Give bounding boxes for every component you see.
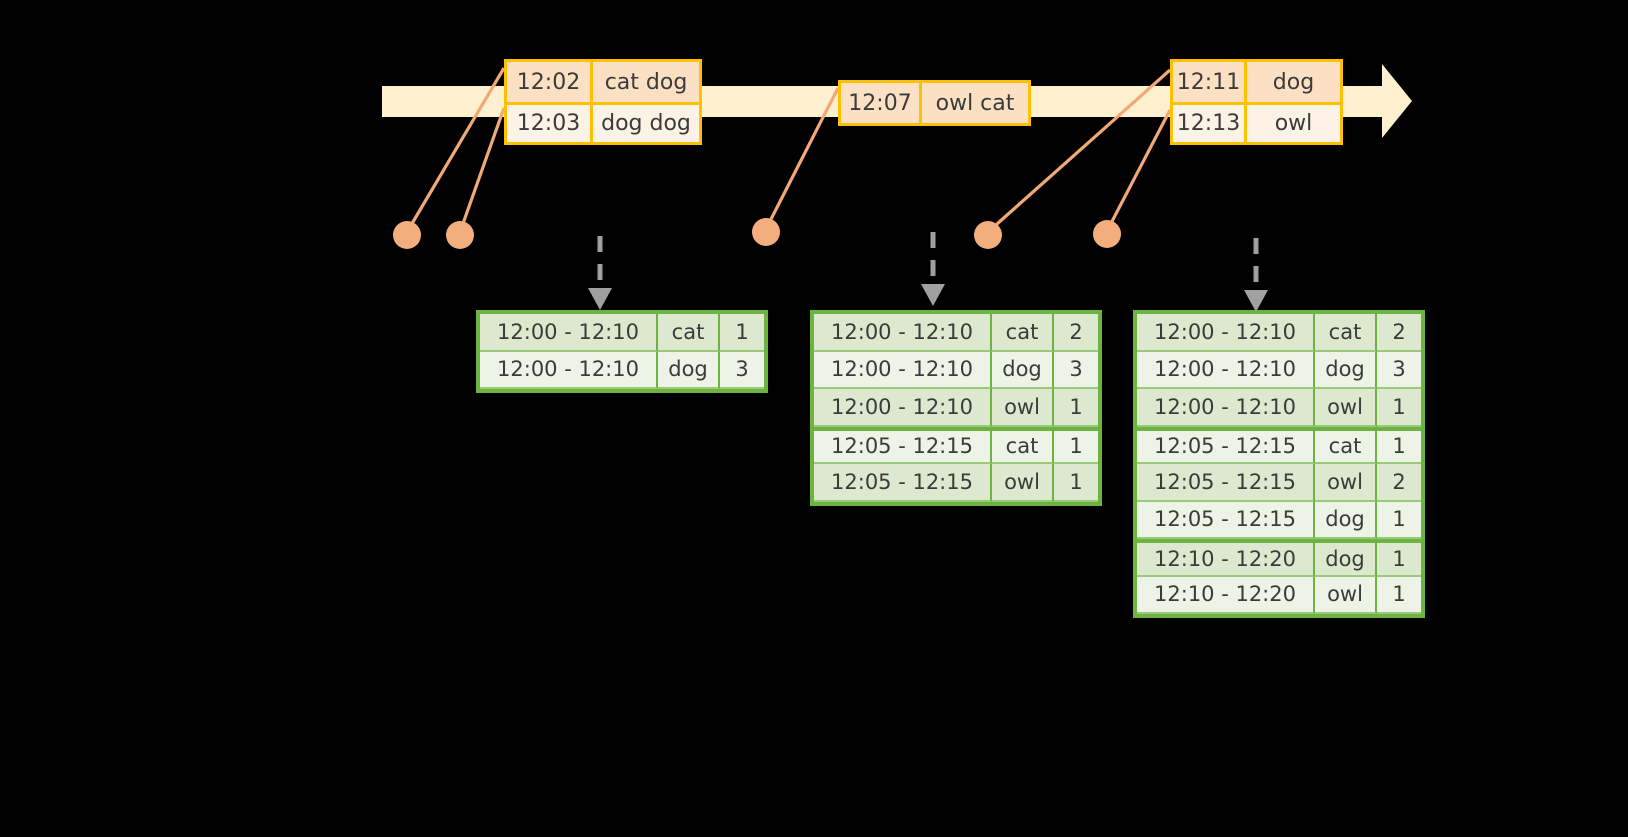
- table-row: 12:05 - 12:15 owl 2: [1137, 464, 1421, 502]
- dashed-arrow-head-1: [588, 288, 612, 310]
- cell-window: 12:00 - 12:10: [814, 314, 992, 352]
- trigger-dot-5: [1093, 220, 1121, 248]
- cell-count: 1: [1054, 464, 1098, 502]
- table-row: 12:00 - 12:10 owl 1: [814, 389, 1098, 427]
- event-time: 12:13: [1173, 105, 1247, 142]
- table-row: 12:00 - 12:10 owl 1: [1137, 389, 1421, 427]
- cell-window: 12:10 - 12:20: [1137, 576, 1315, 614]
- event-group-3[interactable]: 12:11 dog 12:13 owl: [1170, 59, 1343, 145]
- result-table-3[interactable]: 12:00 - 12:10 cat 2 12:00 - 12:10 dog 3 …: [1133, 310, 1425, 618]
- cell-count: 3: [1377, 351, 1421, 389]
- connector-dots-group: [393, 218, 1121, 249]
- event-words: owl: [1247, 105, 1340, 142]
- event-time: 12:11: [1173, 62, 1247, 102]
- dashed-arrow-head-3: [1244, 290, 1268, 312]
- event-words: dog dog: [593, 105, 699, 142]
- cell-word: cat: [1315, 430, 1377, 464]
- cell-count: 1: [720, 314, 764, 352]
- event-row: 12:13 owl: [1173, 102, 1340, 142]
- table-row: 12:00 - 12:10 dog 3: [1137, 351, 1421, 389]
- event-group-2[interactable]: 12:07 owl cat: [838, 80, 1031, 126]
- cell-count: 1: [1377, 430, 1421, 464]
- cell-word: owl: [992, 389, 1054, 427]
- cell-word: dog: [1315, 351, 1377, 389]
- event-words: dog: [1247, 62, 1340, 102]
- event-words: cat dog: [593, 62, 699, 102]
- cell-count: 2: [1377, 464, 1421, 502]
- event-words: owl cat: [922, 83, 1028, 123]
- connector-line-5: [1105, 109, 1172, 232]
- table-row: 12:05 - 12:15 cat 1: [814, 426, 1098, 464]
- cell-word: cat: [658, 314, 720, 352]
- table-row: 12:10 - 12:20 dog 1: [1137, 539, 1421, 577]
- cell-count: 1: [1377, 389, 1421, 427]
- cell-count: 3: [720, 351, 764, 389]
- cell-window: 12:00 - 12:10: [1137, 314, 1315, 352]
- cell-window: 12:00 - 12:10: [480, 351, 658, 389]
- table-row: 12:00 - 12:10 dog 3: [814, 351, 1098, 389]
- event-row: 12:03 dog dog: [507, 102, 699, 142]
- cell-word: owl: [1315, 576, 1377, 614]
- cell-word: cat: [992, 314, 1054, 352]
- cell-count: 1: [1054, 430, 1098, 464]
- cell-word: cat: [992, 430, 1054, 464]
- table-row: 12:05 - 12:15 owl 1: [814, 464, 1098, 502]
- cell-count: 2: [1377, 314, 1421, 352]
- event-time: 12:03: [507, 105, 593, 142]
- event-group-1[interactable]: 12:02 cat dog 12:03 dog dog: [504, 59, 702, 145]
- cell-count: 1: [1377, 501, 1421, 539]
- cell-window: 12:05 - 12:15: [814, 430, 992, 464]
- result-table-1[interactable]: 12:00 - 12:10 cat 1 12:00 - 12:10 dog 3: [476, 310, 768, 393]
- cell-word: dog: [1315, 543, 1377, 577]
- timeline-arrowhead-icon: [1382, 64, 1412, 138]
- cell-word: dog: [992, 351, 1054, 389]
- table-row: 12:00 - 12:10 cat 1: [480, 314, 764, 352]
- cell-word: owl: [1315, 389, 1377, 427]
- cell-count: 3: [1054, 351, 1098, 389]
- cell-window: 12:05 - 12:15: [1137, 464, 1315, 502]
- result-table-2[interactable]: 12:00 - 12:10 cat 2 12:00 - 12:10 dog 3 …: [810, 310, 1102, 506]
- table-row: 12:10 - 12:20 owl 1: [1137, 576, 1421, 614]
- cell-window: 12:00 - 12:10: [1137, 389, 1315, 427]
- connector-line-2: [458, 107, 506, 233]
- cell-count: 1: [1377, 576, 1421, 614]
- cell-word: cat: [1315, 314, 1377, 352]
- cell-window: 12:00 - 12:10: [814, 351, 992, 389]
- cell-word: owl: [1315, 464, 1377, 502]
- cell-word: dog: [1315, 501, 1377, 539]
- cell-count: 2: [1054, 314, 1098, 352]
- cell-window: 12:00 - 12:10: [480, 314, 658, 352]
- table-row: 12:00 - 12:10 cat 2: [1137, 314, 1421, 352]
- cell-window: 12:05 - 12:15: [1137, 501, 1315, 539]
- event-row: 12:02 cat dog: [507, 62, 699, 102]
- cell-count: 1: [1054, 389, 1098, 427]
- event-row: 12:07 owl cat: [841, 83, 1028, 123]
- cell-word: owl: [992, 464, 1054, 502]
- event-row: 12:11 dog: [1173, 62, 1340, 102]
- table-row: 12:05 - 12:15 cat 1: [1137, 426, 1421, 464]
- trigger-dot-3: [752, 218, 780, 246]
- cell-window: 12:00 - 12:10: [814, 389, 992, 427]
- trigger-dot-2: [446, 221, 474, 249]
- cell-count: 1: [1377, 543, 1421, 577]
- table-row: 12:05 - 12:15 dog 1: [1137, 501, 1421, 539]
- table-row: 12:00 - 12:10 dog 3: [480, 351, 764, 389]
- event-time: 12:02: [507, 62, 593, 102]
- event-time: 12:07: [841, 83, 922, 123]
- trigger-dot-4: [974, 221, 1002, 249]
- cell-window: 12:05 - 12:15: [1137, 430, 1315, 464]
- cell-window: 12:10 - 12:20: [1137, 543, 1315, 577]
- cell-window: 12:05 - 12:15: [814, 464, 992, 502]
- cell-word: dog: [658, 351, 720, 389]
- dashed-arrow-head-2: [921, 284, 945, 306]
- trigger-dot-1: [393, 221, 421, 249]
- table-row: 12:00 - 12:10 cat 2: [814, 314, 1098, 352]
- cell-window: 12:00 - 12:10: [1137, 351, 1315, 389]
